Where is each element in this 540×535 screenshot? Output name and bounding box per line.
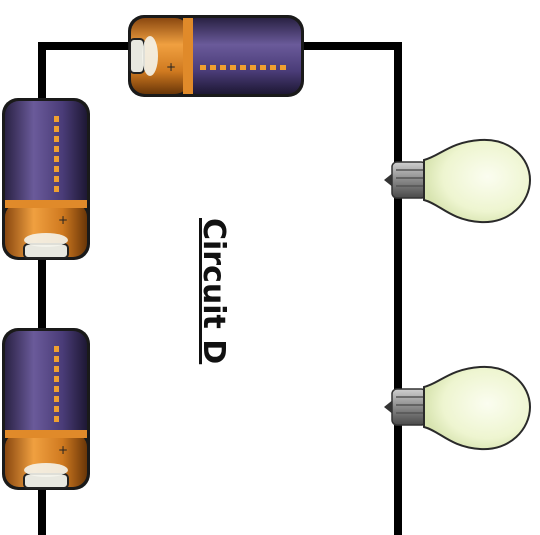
bulb-lower bbox=[384, 365, 532, 451]
battery-left-upper: + bbox=[2, 98, 90, 260]
circuit-label-group: Circuit D bbox=[196, 218, 231, 364]
circuit-label: Circuit D bbox=[196, 218, 231, 364]
battery-left-lower: + bbox=[2, 328, 90, 490]
battery-top: + bbox=[128, 15, 304, 97]
circuit-wires bbox=[38, 42, 402, 535]
svg-text:+: + bbox=[166, 60, 176, 74]
bulb-upper bbox=[384, 138, 532, 224]
svg-text:+: + bbox=[58, 213, 68, 227]
svg-text:+: + bbox=[58, 443, 68, 457]
